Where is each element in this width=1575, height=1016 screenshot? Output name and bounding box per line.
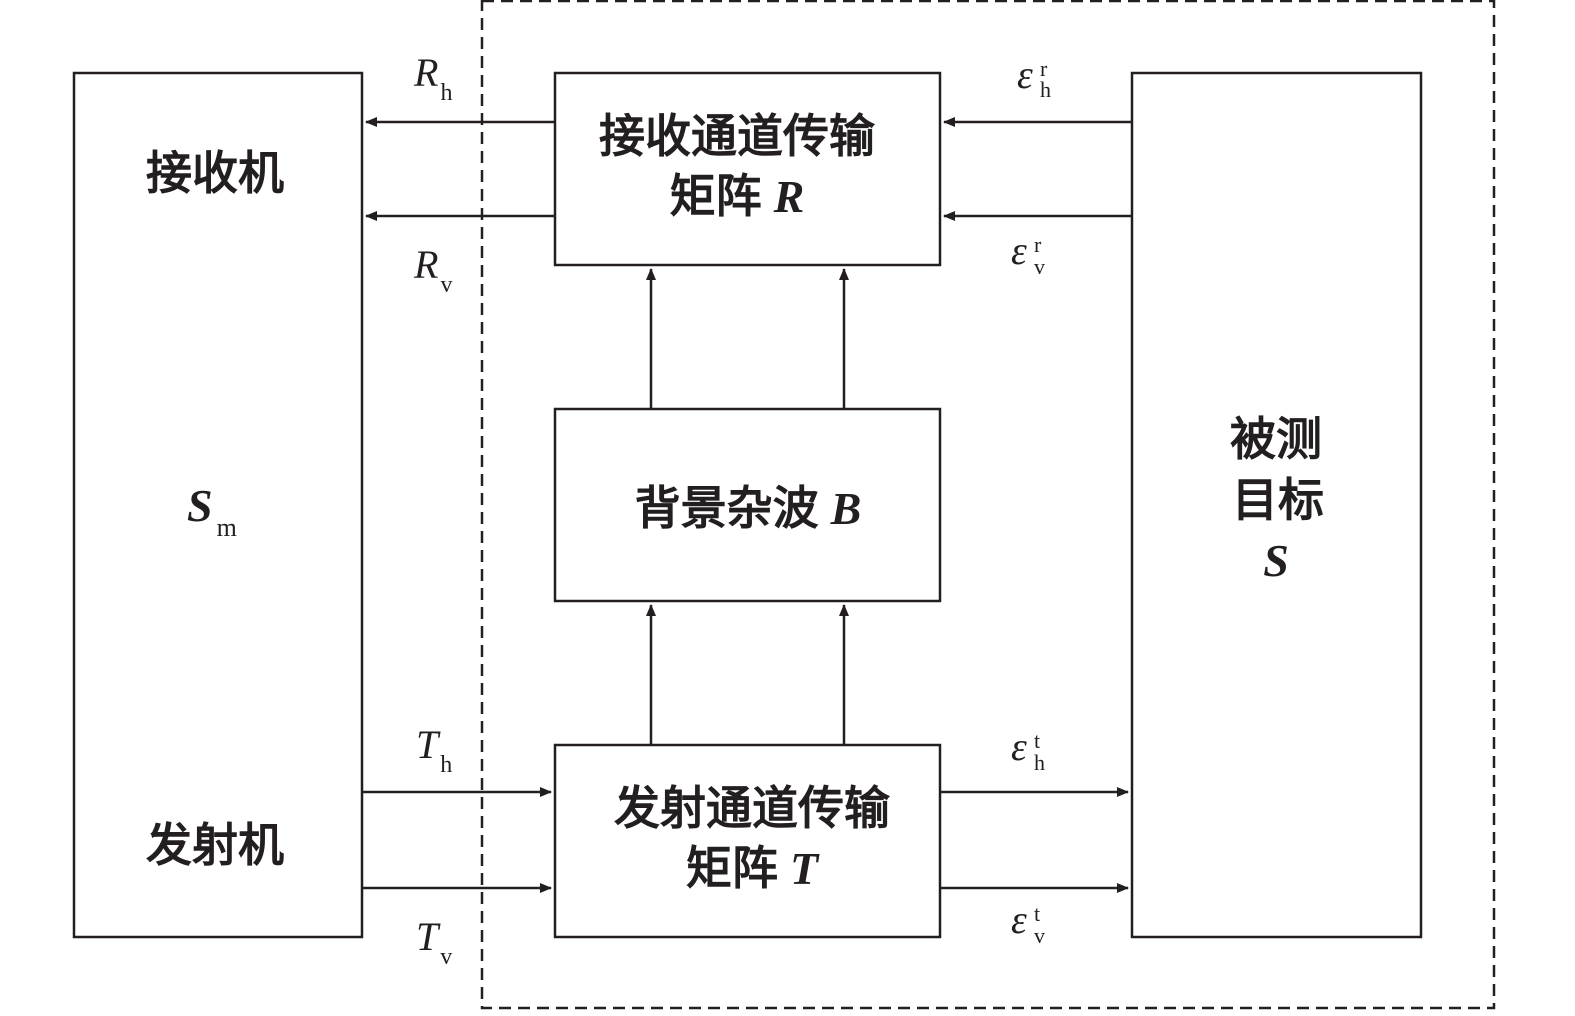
target-line1: 被测 [1230, 412, 1322, 466]
svg-text:r: r [1034, 232, 1042, 257]
receiver-label: 接收机 [146, 146, 284, 200]
svg-text:ε: ε [1017, 52, 1033, 97]
svg-text:v: v [1034, 254, 1045, 279]
label-t-v: Tv [416, 914, 452, 970]
label-eps-t-v: ε t v [1011, 897, 1045, 948]
label-r-v: Rv [413, 242, 452, 298]
label-r-h: Rh [413, 50, 452, 106]
svg-text:v: v [1034, 923, 1045, 948]
rx-matrix-box [553, 71, 942, 267]
svg-text:r: r [1040, 56, 1048, 81]
svg-text:t: t [1034, 901, 1040, 926]
label-eps-t-h: ε t h [1011, 724, 1045, 775]
label-t-h: Th [416, 722, 452, 778]
svg-text:ε: ε [1011, 228, 1027, 273]
channel-boundary-dashed [480, 0, 1496, 1010]
target-box [1130, 71, 1423, 939]
rx-matrix-line1: 接收通道传输 [599, 109, 876, 163]
target-line2: 目标 [1232, 473, 1324, 527]
target-symbol: S [1263, 535, 1289, 586]
svg-text:h: h [1034, 750, 1045, 775]
tx-matrix-line1: 发射通道传输 [614, 781, 891, 835]
label-eps-r-h: ε r h [1017, 52, 1051, 102]
tx-matrix-box [553, 743, 942, 939]
clutter-box [553, 407, 942, 603]
svg-text:t: t [1034, 728, 1040, 753]
svg-text:ε: ε [1011, 897, 1027, 942]
svg-text:h: h [1040, 77, 1051, 102]
svg-text:ε: ε [1011, 724, 1027, 769]
transmitter-label: 发射机 [146, 818, 284, 872]
transceiver-box [72, 71, 364, 939]
label-eps-r-v: ε r v [1011, 228, 1045, 279]
